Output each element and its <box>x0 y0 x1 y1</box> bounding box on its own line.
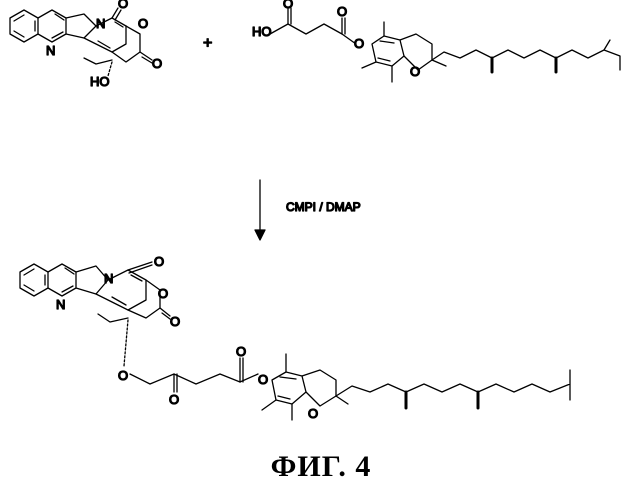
plus-sign: + <box>203 35 212 52</box>
reagent-label: CMPI / DMAP <box>286 200 361 214</box>
tocopherol-succinate-reactant <box>270 8 620 82</box>
oxygen-label: O <box>258 372 268 387</box>
oxygen-label: O <box>354 36 364 51</box>
nitrogen-label: N <box>56 297 65 312</box>
oxygen-label: O <box>410 64 420 79</box>
hydroxyl-label: HO <box>90 74 110 89</box>
hydroxyl-label: HO <box>252 24 272 39</box>
reaction-arrow <box>255 180 265 240</box>
oxygen-label: O <box>283 0 293 11</box>
oxygen-label: O <box>236 344 246 359</box>
oxygen-label: O <box>308 406 318 421</box>
oxygen-label: O <box>170 314 180 329</box>
oxygen-label: O <box>138 16 148 31</box>
oxygen-label: O <box>154 254 164 269</box>
oxygen-label: O <box>118 0 128 11</box>
oxygen-label: O <box>152 56 162 71</box>
nitrogen-label: N <box>46 43 55 58</box>
camptothecin-reactant <box>10 8 152 76</box>
nitrogen-label: N <box>96 16 105 31</box>
oxygen-label: O <box>337 4 347 19</box>
figure-caption: ФИГ. 4 <box>0 450 642 484</box>
conjugate-product <box>20 262 570 420</box>
oxygen-label: O <box>169 392 179 407</box>
nitrogen-label: N <box>104 271 113 286</box>
oxygen-label: O <box>118 368 128 383</box>
oxygen-label: O <box>158 286 168 301</box>
